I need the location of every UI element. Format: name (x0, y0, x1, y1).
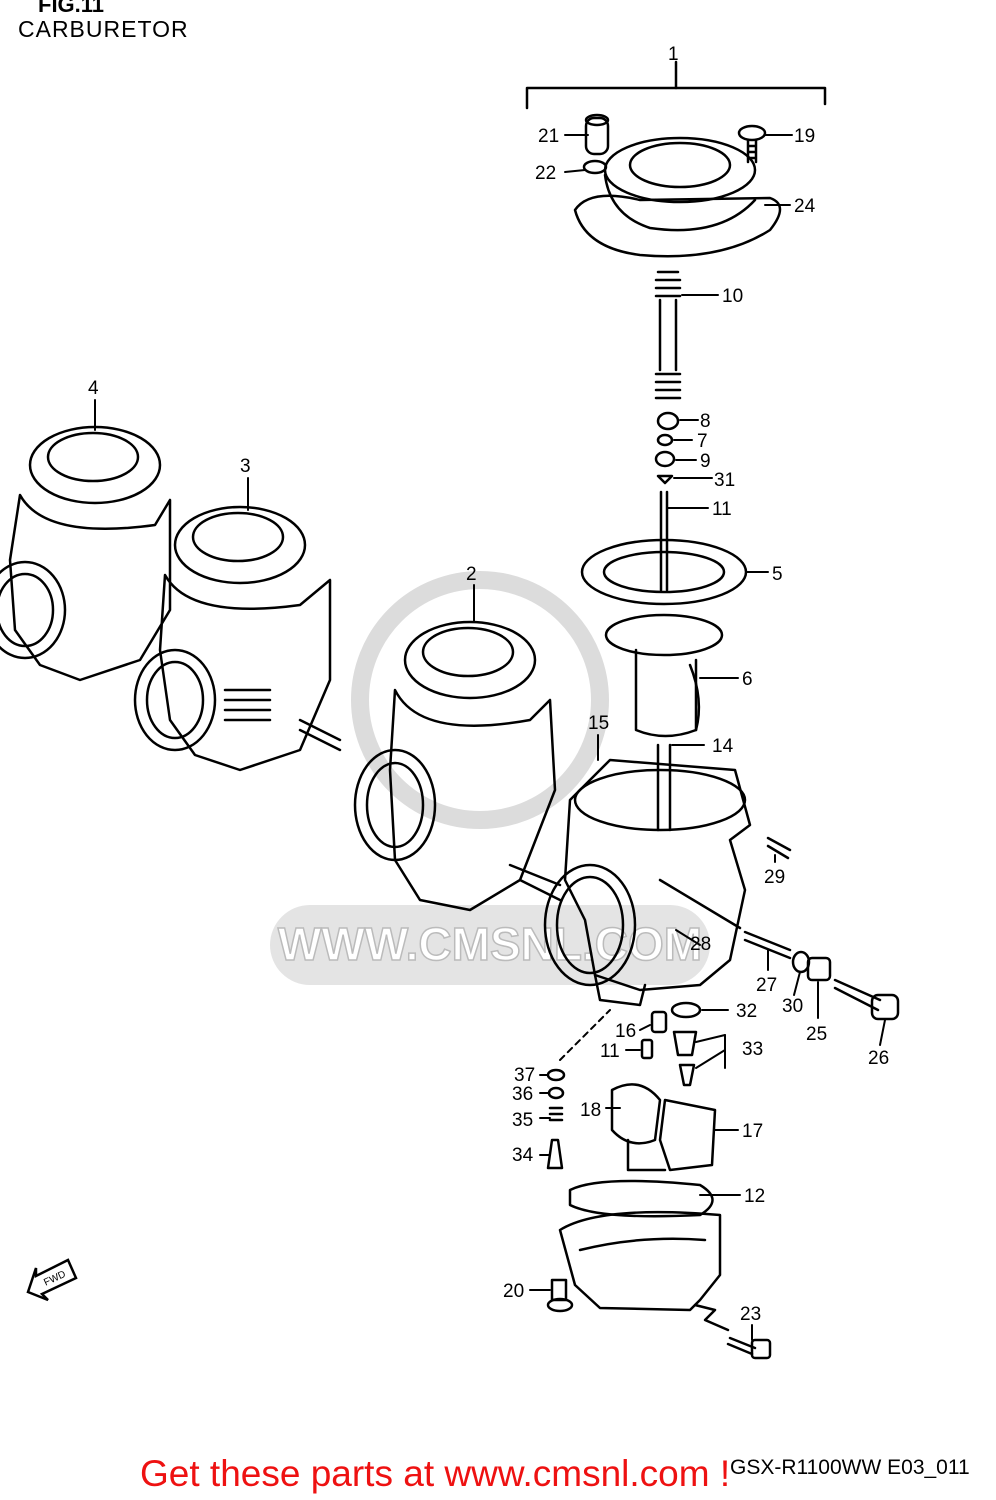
needle-retainer (656, 411, 680, 431)
pilot-washer (791, 950, 811, 974)
callout-11b: 11 (600, 1041, 620, 1062)
pilot-jet (640, 1038, 654, 1060)
callout-2: 2 (466, 564, 477, 585)
float-bowl-gasket (568, 1179, 714, 1218)
callout-10: 10 (722, 286, 743, 307)
top-screw (737, 124, 767, 164)
watermark (270, 571, 710, 985)
carburetor-3 (133, 505, 342, 772)
spring-29 (766, 836, 792, 860)
needle-jet (656, 743, 672, 832)
diaphragm (580, 538, 748, 606)
callout-29: 29 (764, 867, 785, 888)
callout-7: 7 (697, 431, 708, 452)
valve-seat (672, 1030, 698, 1057)
callout-11: 11 (712, 499, 732, 520)
drain-line (693, 1303, 730, 1332)
callout-24: 24 (794, 196, 816, 217)
callout-9: 9 (700, 451, 711, 472)
callout-5: 5 (772, 564, 783, 585)
callout-30: 30 (782, 996, 803, 1017)
callout-22: 22 (535, 163, 556, 184)
group-bracket (525, 86, 827, 110)
callout-8: 8 (700, 411, 711, 432)
callout-25: 25 (806, 1024, 827, 1045)
callout-23: 23 (740, 1304, 761, 1325)
part-36 (547, 1086, 565, 1100)
carburetor-body-front (543, 758, 752, 1007)
callout-6: 6 (742, 669, 753, 690)
part-37 (546, 1068, 566, 1082)
callout-numbers: 1 2 3 4 5 6 7 8 9 10 11 11 12 14 15 16 1… (88, 44, 889, 1325)
piston-valve (604, 613, 724, 738)
callout-18: 18 (580, 1100, 601, 1121)
callout-36: 36 (512, 1084, 533, 1105)
watermark-text: WWW.CMSNL.COM (278, 918, 702, 970)
leader-lines (94, 134, 886, 1341)
callout-35: 35 (512, 1110, 533, 1131)
drain-screw (726, 1336, 772, 1360)
carburetor-4 (0, 425, 172, 682)
callout-4: 4 (88, 378, 99, 399)
washer (654, 450, 676, 468)
bowl-screw (546, 1278, 574, 1313)
callout-17: 17 (742, 1121, 763, 1142)
callout-12: 12 (744, 1186, 765, 1207)
float-valve (678, 1063, 696, 1087)
pilot-screw-spring (743, 930, 792, 960)
pilot-o-ring (806, 956, 832, 982)
spacer (656, 474, 674, 485)
gasket-32 (670, 1001, 702, 1019)
callout-33: 33 (742, 1039, 763, 1060)
part-35-spring (548, 1106, 564, 1122)
callout-15: 15 (588, 713, 609, 734)
callout-34: 34 (512, 1145, 534, 1166)
callout-37: 37 (514, 1065, 535, 1086)
callout-1: 1 (668, 44, 679, 65)
plug-cap (584, 113, 610, 156)
pilot-screw (833, 978, 900, 1021)
callout-20: 20 (503, 1281, 524, 1302)
callout-19: 19 (794, 126, 815, 147)
figure-title: CARBURETOR (18, 16, 189, 42)
spring (654, 270, 682, 400)
callout-14: 14 (712, 736, 734, 757)
promo-banner[interactable]: Get these parts at www.cmsnl.com ! (140, 1453, 731, 1494)
main-jet (650, 1010, 668, 1034)
forward-arrow-icon: FWD (26, 1258, 78, 1302)
callout-21: 21 (538, 126, 559, 147)
float-bowl (558, 1210, 722, 1312)
carburetor-2 (353, 620, 562, 912)
model-code: GSX-R1100WW E03_011 (730, 1456, 970, 1479)
callout-31: 31 (714, 470, 735, 491)
figure-label: FIG.11 (38, 0, 105, 17)
callout-3: 3 (240, 456, 251, 477)
part-34-screw (546, 1138, 564, 1170)
callout-26: 26 (868, 1048, 889, 1069)
small-washer (582, 159, 608, 175)
callout-32: 32 (736, 1001, 757, 1022)
callout-27: 27 (756, 975, 777, 996)
callout-28: 28 (690, 934, 711, 955)
float (610, 1083, 717, 1172)
e-clip (656, 433, 674, 447)
callout-16: 16 (615, 1021, 636, 1042)
